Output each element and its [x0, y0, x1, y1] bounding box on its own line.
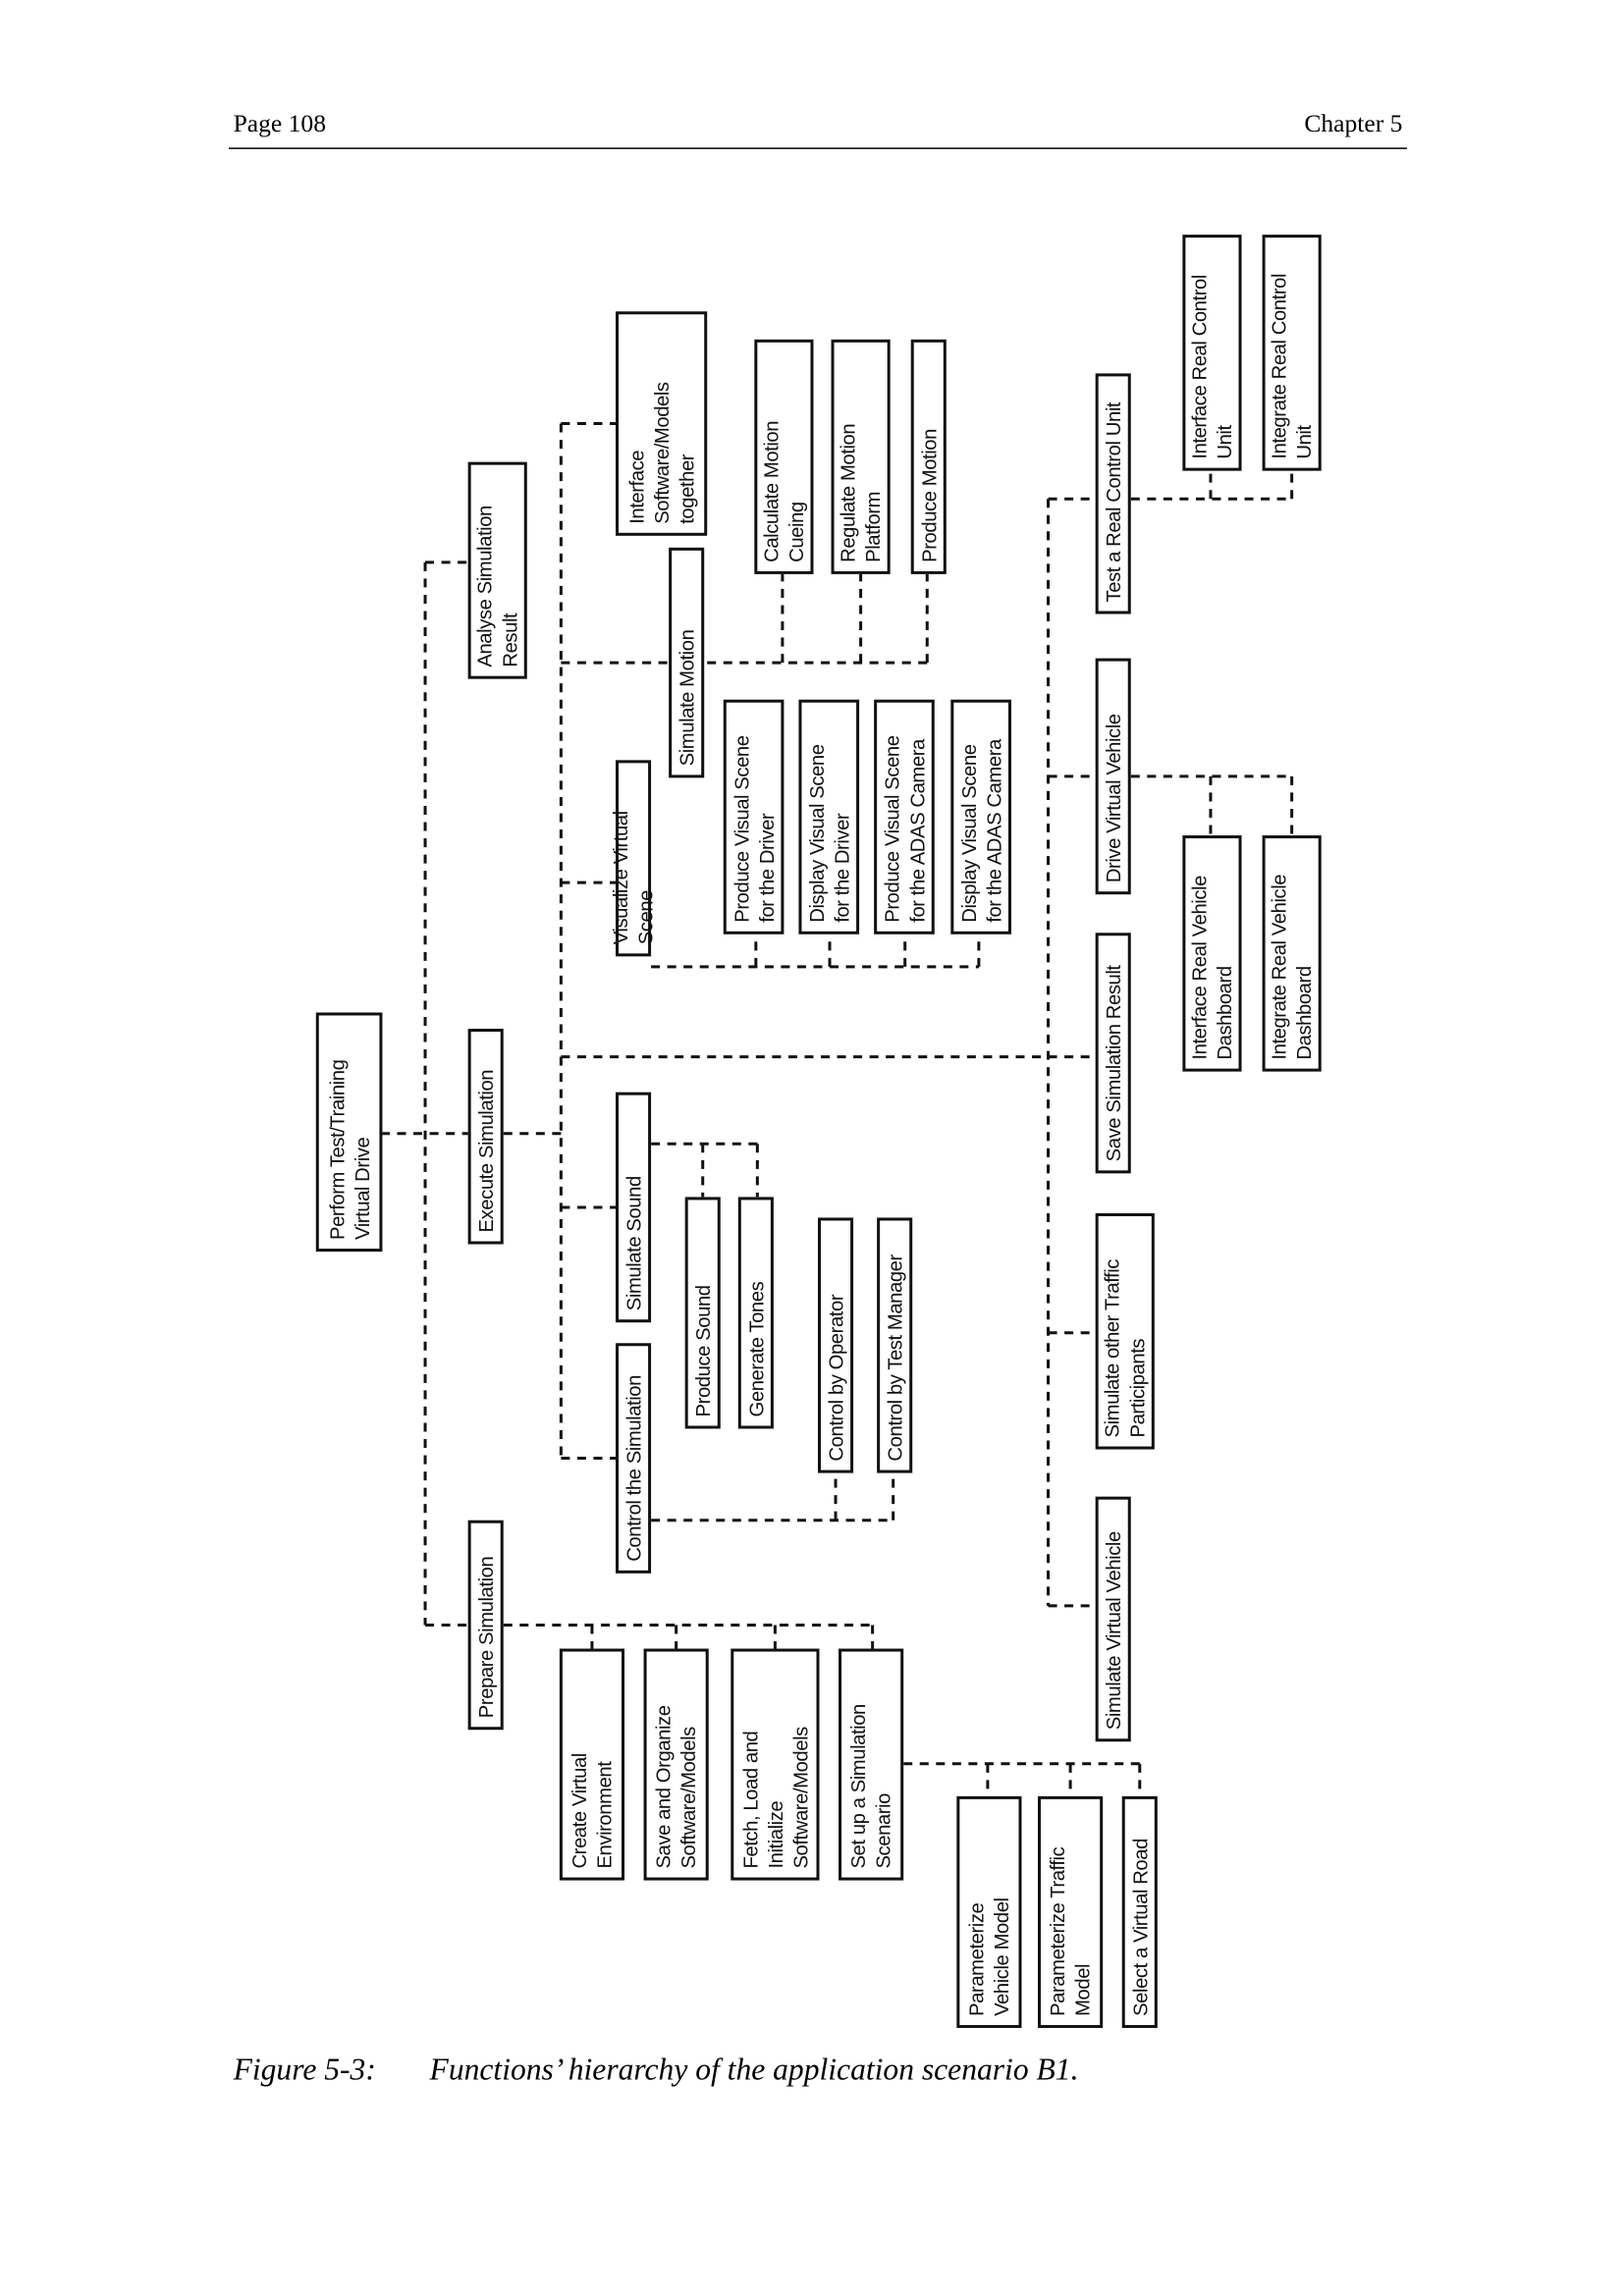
box-label: Test a Real Control Unit — [1102, 401, 1124, 603]
box-simulate-motion: Simulate Motion — [669, 547, 705, 778]
box-integrate-real-vehicle-dashboard: Integrate Real Vehicle Dashboard — [1262, 835, 1322, 1072]
box-label: Display Visual Scene for the ADAS Camera — [957, 739, 1005, 923]
box-set-up-simulation-scenario: Set up a Simulation Scenario — [839, 1648, 904, 1881]
box-regulate-motion-platform: Regulate Motion Platform — [831, 339, 891, 574]
box-visualize-virtual-scene: Visualize Virtual Scene — [610, 760, 657, 957]
box-perform-test-training-virtual-drive: Perform Test/Training Virtual Drive — [315, 1012, 383, 1253]
box-label: Prepare Simulation — [474, 1556, 497, 1719]
box-label: Control by Test Manager — [883, 1255, 906, 1462]
box-label: Interface Real Control Unit — [1188, 275, 1236, 459]
box-produce-visual-scene-driver: Produce Visual Scene for the Driver — [723, 699, 785, 934]
box-label: Produce Visual Scene for the Driver — [730, 735, 778, 923]
box-label: Calculate Motion Cueing — [760, 420, 808, 562]
box-label: Perform Test/Training Virtual Drive — [325, 1059, 373, 1241]
box-simulate-virtual-vehicle: Simulate Virtual Vehicle — [1095, 1496, 1131, 1742]
box-label: Select a Virtual Road — [1128, 1839, 1152, 2016]
box-label: Produce Motion — [917, 429, 941, 562]
box-display-visual-scene-driver: Display Visual Scene for the Driver — [798, 699, 860, 934]
box-calculate-motion-cueing: Calculate Motion Cueing — [754, 339, 814, 574]
chapter-label: Chapter 5 — [1304, 109, 1403, 137]
box-label: Analyse Simulation Result — [473, 506, 521, 667]
box-label: Integrate Real Control Unit — [1268, 273, 1316, 459]
box-select-virtual-road: Select a Virtual Road — [1121, 1795, 1158, 2028]
box-analyse-simulation-result: Analyse Simulation Result — [467, 461, 527, 679]
box-label: Simulate other Traffic Participants — [1101, 1258, 1149, 1438]
box-simulate-other-traffic: Simulate other Traffic Participants — [1095, 1212, 1155, 1450]
box-parameterize-vehicle-model: Parameterize Vehicle Model — [956, 1795, 1022, 2028]
box-label: Generate Tones — [744, 1281, 768, 1417]
box-control-the-simulation: Control the Simulation — [616, 1343, 652, 1574]
box-prepare-simulation: Prepare Simulation — [467, 1520, 504, 1731]
box-label: Interface Real Vehicle Dashboard — [1188, 876, 1236, 1060]
box-label: Interface Software/Models together — [624, 382, 698, 524]
box-label: Create Virtual Environment — [568, 1753, 617, 1869]
box-label: Produce Visual Scene for the ADAS Camera — [880, 735, 929, 923]
box-control-by-test-manager: Control by Test Manager — [877, 1217, 913, 1473]
box-label: Display Visual Scene for the Driver — [805, 744, 853, 923]
header-rule — [229, 147, 1407, 149]
page-number: Page 108 — [233, 109, 326, 137]
box-produce-motion: Produce Motion — [910, 339, 947, 574]
box-label: Save and Organize Software/Models — [652, 1705, 700, 1869]
box-label: Fetch, Load and Initialize Software/Mode… — [738, 1727, 812, 1869]
box-interface-software-models: Interface Software/Models together — [616, 311, 708, 536]
box-save-simulation-result: Save Simulation Result — [1095, 933, 1131, 1174]
box-simulate-sound: Simulate Sound — [616, 1092, 652, 1323]
box-produce-visual-scene-adas: Produce Visual Scene for the ADAS Camera — [874, 699, 935, 934]
box-label: Visualize Virtual Scene — [609, 811, 658, 945]
box-label: Drive Virtual Vehicle — [1102, 714, 1124, 883]
box-parameterize-traffic-model: Parameterize Traffic Model — [1038, 1795, 1104, 2028]
box-label: Save Simulation Result — [1102, 965, 1124, 1162]
box-integrate-real-control-unit: Integrate Real Control Unit — [1262, 235, 1322, 471]
box-interface-real-vehicle-dashboard: Interface Real Vehicle Dashboard — [1182, 835, 1242, 1072]
box-drive-virtual-vehicle: Drive Virtual Vehicle — [1095, 658, 1131, 895]
box-label: Control the Simulation — [622, 1375, 645, 1562]
box-label: Regulate Motion Platform — [837, 423, 885, 562]
box-label: Integrate Real Vehicle Dashboard — [1268, 874, 1316, 1060]
box-create-virtual-environment: Create Virtual Environment — [559, 1648, 625, 1881]
figure-label: Figure 5-3: — [233, 2052, 376, 2088]
box-execute-simulation: Execute Simulation — [467, 1029, 504, 1245]
box-generate-tones: Generate Tones — [737, 1197, 774, 1429]
figure-caption: Functions’ hierarchy of the application … — [429, 2052, 1079, 2088]
box-label: Simulate Virtual Vehicle — [1102, 1531, 1124, 1731]
box-save-organize-software: Save and Organize Software/Models — [643, 1648, 709, 1881]
box-fetch-load-initialize: Fetch, Load and Initialize Software/Mode… — [731, 1648, 820, 1881]
box-interface-real-control-unit: Interface Real Control Unit — [1182, 235, 1242, 471]
box-control-by-operator: Control by Operator — [817, 1217, 854, 1473]
box-display-visual-scene-adas: Display Visual Scene for the ADAS Camera — [950, 699, 1011, 934]
box-label: Simulate Sound — [622, 1176, 645, 1311]
box-label: Simulate Motion — [675, 629, 698, 767]
box-label: Set up a Simulation Scenario — [847, 1704, 895, 1869]
box-produce-sound: Produce Sound — [684, 1197, 721, 1429]
box-label: Parameterize Traffic Model — [1047, 1846, 1095, 2016]
box-test-real-control-unit: Test a Real Control Unit — [1095, 373, 1131, 614]
box-label: Produce Sound — [691, 1285, 714, 1417]
box-label: Parameterize Vehicle Model — [965, 1897, 1013, 2016]
box-label: Control by Operator — [824, 1294, 847, 1462]
box-label: Execute Simulation — [474, 1069, 497, 1233]
